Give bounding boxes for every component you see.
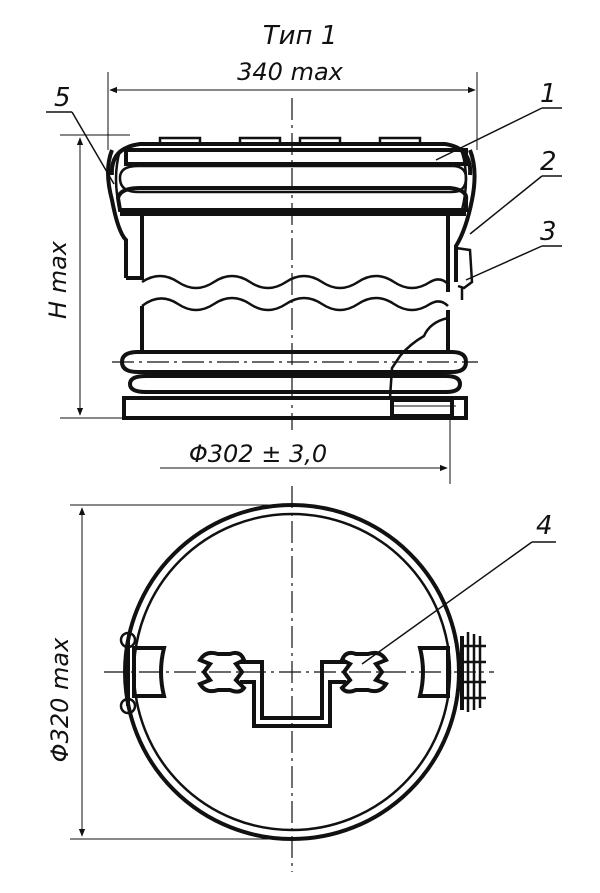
callout-4: 4 [536,511,553,541]
width-dimension: 340 max [237,58,344,86]
callout-1: 1 [540,79,557,109]
side-view: 340 max H max [44,58,562,484]
plan-view: Φ320 max 4 [46,486,556,872]
callout-2: 2 [540,147,557,177]
base-diameter-dimension: Φ302 ± 3,0 [189,440,327,468]
callout-3: 3 [540,217,557,247]
callout-5: 5 [54,83,71,113]
handle [240,660,346,728]
lid [109,142,473,176]
plan-diameter-dimension: Φ320 max [46,637,74,762]
type-label: Тип 1 [263,21,338,51]
height-dimension: H max [44,240,72,319]
